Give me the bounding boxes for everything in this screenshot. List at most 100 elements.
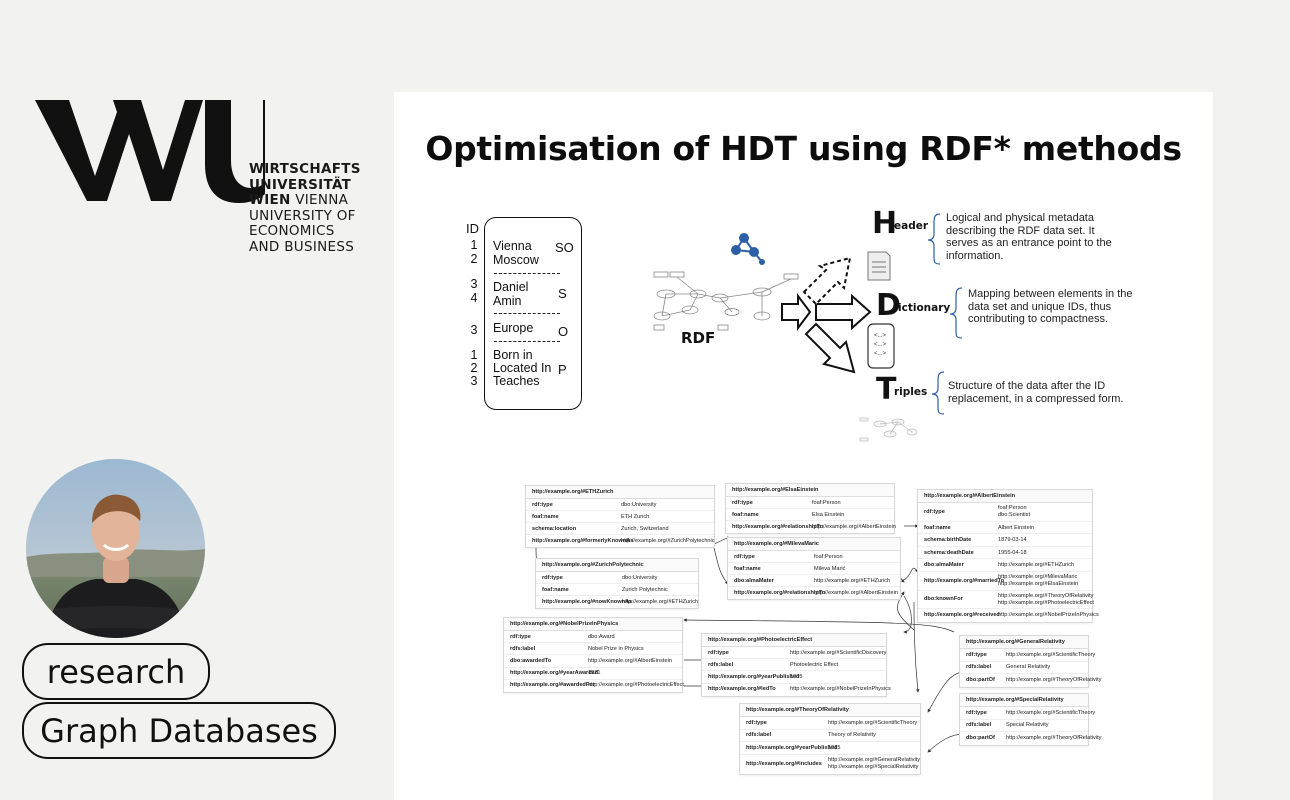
dictionary-panel: ID 1 2 Vienna Moscow SO 3 4 Daniel Amin … — [458, 215, 588, 415]
rdf-predicate: foaf:name — [532, 513, 559, 520]
rdf-object: http://example.org/#AlbertEinstein — [812, 523, 896, 530]
rdf-predicate: dbo:partOf — [966, 676, 995, 683]
dict-group-label: P — [558, 362, 567, 377]
rdf-object: http://example.org/#ETHZurich — [998, 562, 1075, 568]
dict-num: 3 — [470, 277, 478, 291]
rdf-table-row: foaf:name ETH Zurich — [526, 511, 714, 523]
rdf-object: 1915 — [828, 744, 841, 751]
rdf-object: ETH Zurich — [621, 513, 650, 520]
project-card[interactable]: Optimisation of HDT using RDF* methods I… — [394, 92, 1213, 800]
rdf-predicate: http://example.org/#relationshipTo — [734, 589, 826, 596]
rdf-object: http://example.org/#AlbertEinstein — [814, 589, 898, 596]
hdt-graphics: <...> <...> <...> — [653, 213, 963, 442]
rdf-predicate: rdf:type — [746, 719, 767, 726]
rdf-object: http://example.org/#NobelPrizeInPhysics — [790, 686, 891, 693]
dict-separator — [494, 341, 560, 342]
rdf-predicate: http://example.org/#formerlyKnownAs — [532, 537, 634, 544]
rdf-table-row: rdfs:label Theory of Relativity — [740, 730, 920, 743]
rdf-object: dbo:Award — [588, 633, 615, 640]
rdf-predicate: foaf:name — [734, 565, 761, 572]
dict-term: Born in — [493, 348, 533, 362]
hdt-arrows — [781, 256, 872, 374]
rdf-predicate: rdfs:label — [708, 661, 734, 668]
rdf-table-title: http://example.org/#PhotoelectricEffect — [702, 634, 886, 647]
rdf-predicate: http://example.org/#yearAwarded — [510, 670, 599, 677]
dict-group-label: O — [558, 324, 569, 339]
rdf-logo-icon — [731, 233, 765, 265]
rdf-predicate: rdf:type — [734, 553, 755, 560]
card-title: Optimisation of HDT using RDF* methods — [425, 129, 1182, 168]
rdf-predicate: rdfs:label — [746, 732, 772, 739]
rdf-predicate: http://example.org/#yearPublished — [746, 744, 838, 751]
hdt-diagram: <...> <...> <...> — [632, 206, 1192, 452]
rdf-object: Nobel Prize in Physics — [588, 645, 644, 652]
rdf-table-title: http://example.org/#ZurichPolytechnic — [536, 559, 698, 572]
rdf-predicate: rdfs:label — [966, 664, 992, 671]
header-description: Logical and physical metadata describing… — [946, 212, 1112, 262]
rdf-object: 1905 — [790, 673, 803, 680]
header-word: eader — [894, 220, 929, 232]
rdf-object: foaf:Person dbo:Scientist — [998, 505, 1031, 519]
dict-num: 2 — [470, 361, 478, 375]
rdf-table-row: rdfs:label Photoelectric Effect — [702, 659, 886, 672]
rdf-predicate: rdfs:label — [966, 722, 992, 729]
dictionary-description: Mapping between elements in the data set… — [968, 288, 1133, 325]
rdf-table-title: http://example.org/#ETHZurich — [526, 486, 714, 499]
rdf-predicate: dbo:partOf — [966, 734, 995, 741]
dict-term: Moscow — [493, 253, 539, 267]
rdf-object: Albert Einstein — [998, 524, 1035, 531]
rdf-predicate: http://example.org/#relationshipTo — [732, 523, 824, 530]
rdf-object: http://example.org/#TheoryOfRelativity h… — [998, 592, 1094, 606]
rdf-predicate: rdf:type — [966, 651, 987, 658]
rdf-object: http://example.org/#ScientificTheory — [1006, 709, 1096, 716]
tag-research[interactable]: research — [22, 643, 210, 700]
rdf-object: foaf:Person — [814, 553, 843, 560]
rdf-predicate: http://example.org/#yearPublished — [708, 673, 800, 680]
rdf-predicate: foaf:name — [924, 524, 951, 531]
rdf-object: http://example.org/#ScientificTheory — [828, 719, 918, 726]
svg-text:<...>: <...> — [874, 342, 887, 348]
dictionary-letter: D — [876, 288, 901, 323]
rdf-object: http://example.org/#MilevaMaric http://e… — [998, 574, 1079, 588]
rdf-predicate: rdf:type — [532, 501, 553, 508]
tag-graph-databases[interactable]: Graph Databases — [22, 702, 336, 759]
wu-logo-mark — [35, 100, 265, 203]
rdf-object: Photoelectric Effect — [790, 661, 839, 668]
rdf-predicate: rdfs:label — [510, 645, 536, 652]
dictionary-list-icon: <...> <...> <...> — [867, 323, 895, 369]
triples-description: Structure of the data after the ID repla… — [948, 380, 1124, 405]
rdf-table-row: rdf:type http://example.org/#ScientificTh… — [740, 717, 920, 730]
svg-text:<...>: <...> — [874, 351, 887, 357]
rdf-label: RDF — [681, 329, 716, 347]
rdf-graph-sketch — [653, 271, 799, 331]
dict-num: 3 — [470, 323, 478, 337]
wu-logo: WIRTSCHAFTS UNIVERSITÄT WIEN VIENNA UNIV… — [35, 98, 365, 273]
rdf-table-title: http://example.org/#NobelPrizeInPhysics — [504, 618, 682, 631]
rdf-predicate: http://example.org/#ledTo — [708, 686, 776, 693]
rdf-object: Theory of Relativity — [828, 732, 876, 739]
profile-photo — [26, 459, 205, 638]
dictionary-id-label: ID — [466, 221, 479, 236]
rdf-object: Zurich Polytechnic — [622, 586, 668, 593]
dict-group-label: S — [558, 286, 567, 301]
